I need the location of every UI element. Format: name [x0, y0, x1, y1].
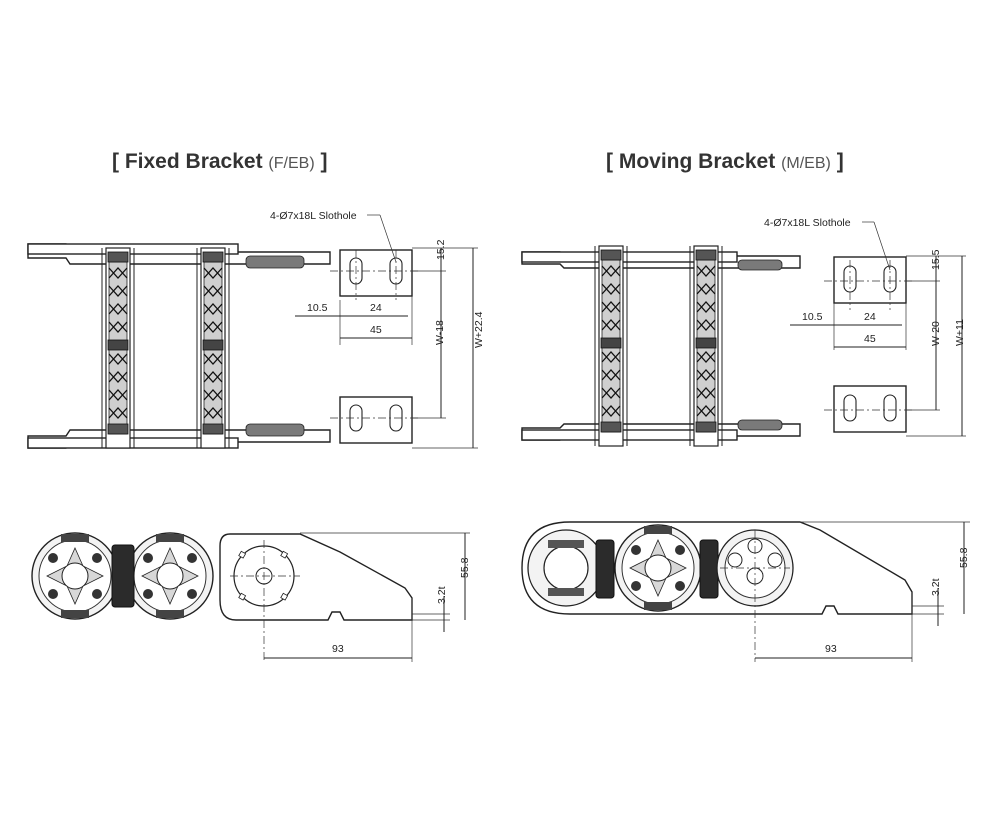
- moving-dim-outer: W+11: [954, 319, 966, 346]
- moving-bracket-title: [ Moving Bracket (M/EB) ]: [606, 150, 844, 174]
- moving-dim-height: 55.8: [958, 547, 970, 568]
- fixed-dim-offset: 10.5: [307, 302, 328, 314]
- moving-title-close: ]: [836, 150, 844, 173]
- fixed-dim-inner: W-18: [434, 320, 446, 345]
- moving-slot-note: 4-Ø7x18L Slothole: [764, 217, 851, 229]
- fixed-title-main: Fixed Bracket: [124, 150, 263, 173]
- fixed-top-view: 4-Ø7x18L Slothole 15.2 10.5 24 45 W-18 W…: [27, 210, 485, 449]
- fixed-dim-top: 15.2: [435, 239, 447, 260]
- moving-title-code: (M/EB): [781, 155, 831, 172]
- moving-dim-top: 15.5: [930, 249, 942, 270]
- fixed-title-close: ]: [320, 150, 328, 173]
- fixed-bracket-title: [ Fixed Bracket (F/EB) ]: [112, 150, 327, 174]
- moving-top-view: 4-Ø7x18L Slothole 15.5 10.5 24 45 W-20 W…: [521, 217, 966, 447]
- moving-dim-slot: 24: [864, 311, 876, 323]
- fixed-dim-height: 55.8: [459, 557, 471, 578]
- fixed-side-view: 93 55.8 3.2t: [31, 532, 471, 662]
- moving-dim-thickness: 3.2t: [930, 578, 942, 596]
- fixed-dim-width: 45: [370, 324, 382, 336]
- moving-title-main: Moving Bracket: [618, 150, 776, 173]
- moving-side-view: 93 55.8 3.2t: [521, 521, 970, 662]
- fixed-dim-length: 93: [332, 643, 344, 655]
- fixed-dim-slot: 24: [370, 302, 382, 314]
- fixed-dim-outer: W+22.4: [473, 311, 485, 348]
- moving-dim-offset: 10.5: [802, 311, 823, 323]
- moving-dim-width: 45: [864, 333, 876, 345]
- fixed-title-open: [: [112, 150, 119, 173]
- fixed-dim-thickness: 3.2t: [436, 586, 448, 604]
- moving-dim-inner: W-20: [930, 321, 942, 346]
- moving-dim-length: 93: [825, 643, 837, 655]
- moving-title-open: [: [606, 150, 613, 173]
- fixed-title-code: (F/EB): [268, 155, 315, 172]
- fixed-slot-note: 4-Ø7x18L Slothole: [270, 210, 357, 222]
